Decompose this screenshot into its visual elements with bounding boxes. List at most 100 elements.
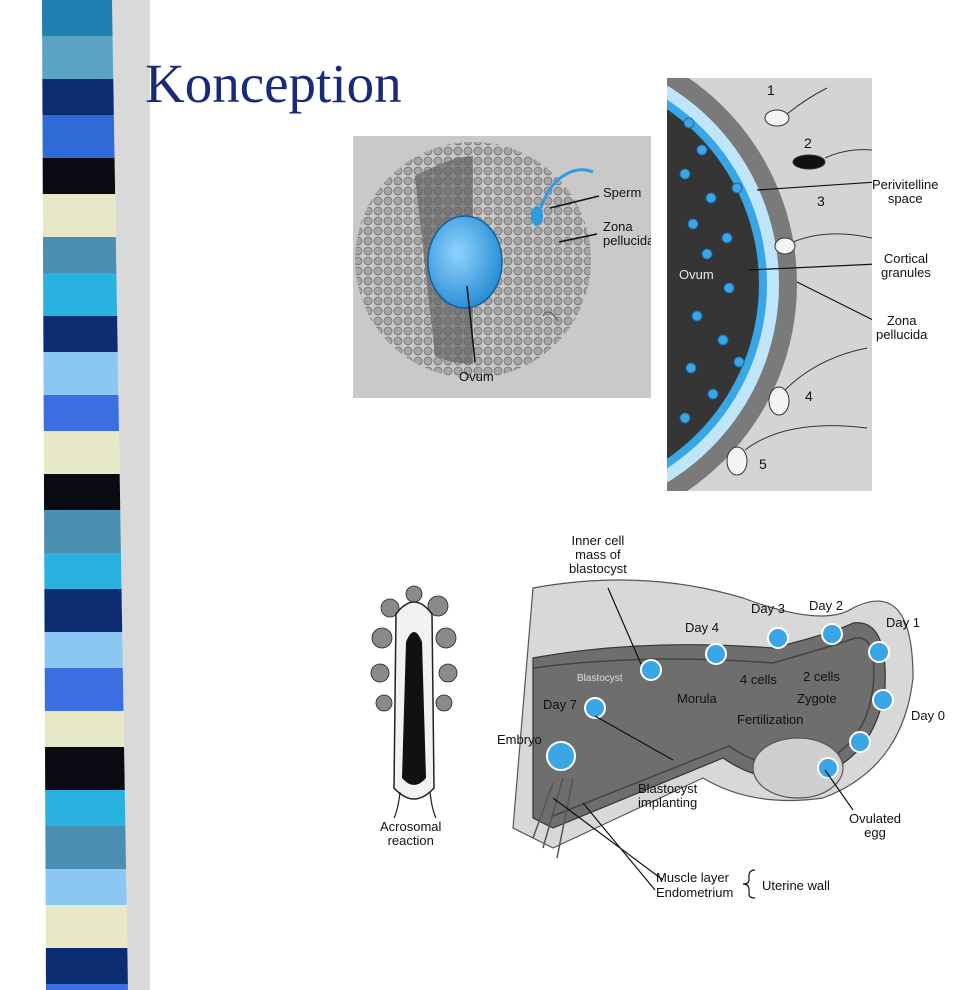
cortical-granule: [717, 334, 729, 346]
stripe-block: [43, 395, 119, 431]
stripe-block: [42, 237, 117, 273]
stripe-block: [43, 316, 118, 352]
muscle-pointer: [552, 797, 664, 881]
cortical-granule: [685, 362, 697, 374]
stripe-block: [44, 589, 123, 632]
label-zona-pellucida-2: Zona pellucida: [876, 313, 928, 342]
cortical-granule: [731, 182, 743, 194]
label-day2: Day 2: [809, 598, 843, 613]
label-ovum: Ovum: [459, 369, 494, 384]
fertilization-dot: [849, 731, 871, 753]
cortical-granule: [683, 117, 695, 129]
label-morula: Morula: [677, 691, 717, 706]
ovum-diagram-panel: Sperm Zona pellucida Ovum: [353, 136, 651, 398]
stripe-block: [45, 826, 127, 869]
acrosome-illustration: [370, 585, 458, 819]
day7-dot: [584, 697, 606, 719]
label-day3: Day 3: [751, 601, 785, 616]
label-acrosomal-reaction: Acrosomal reaction: [380, 819, 442, 848]
sperm-2: [792, 154, 826, 170]
label-inner-cell-mass: Inner cell mass of blastocyst: [569, 533, 627, 576]
label-zona-pellucida: Zona pellucida: [603, 219, 651, 248]
cortical-granule: [723, 282, 735, 294]
icm-pointer: [607, 587, 642, 665]
label-4-cells: 4 cells: [740, 672, 777, 687]
step-2: 2: [804, 135, 812, 151]
label-uterine-wall: Uterine wall: [762, 878, 830, 893]
ovum-pointer: [466, 285, 476, 363]
stripe-block: [43, 474, 121, 510]
cortical-granule: [701, 248, 713, 260]
stripe-block: [43, 352, 119, 395]
implanting-pointer: [594, 715, 674, 761]
label-blastocyst: Blastocyst: [577, 673, 623, 684]
step-3: 3: [817, 193, 825, 209]
label-zygote: Zygote: [797, 691, 837, 706]
step-5: 5: [759, 456, 767, 472]
stripe-block: [45, 747, 125, 790]
day2-dot: [821, 623, 843, 645]
sperm-1: [764, 109, 790, 127]
stripe-block: [44, 510, 121, 553]
morula-dot: [705, 643, 727, 665]
cortical-granule: [733, 356, 745, 368]
cortical-pointer: [748, 263, 872, 271]
ovary: [752, 737, 844, 799]
label-perivitelline: Perivitelline space: [872, 177, 939, 206]
zona-pointer-2: [796, 281, 872, 321]
ovulated-egg-dot: [817, 757, 839, 779]
stripe-block: [43, 431, 120, 474]
stripe-block: [45, 948, 128, 984]
sperm-3: [774, 237, 796, 255]
perivitelline-pointer: [756, 181, 872, 191]
blastocyst-dot: [640, 659, 662, 681]
acrosomal-vesicles: [370, 585, 458, 712]
4-cell-dot: [767, 627, 789, 649]
stripe-block: [43, 273, 118, 316]
stripe-block: [44, 711, 125, 747]
step-1: 1: [767, 82, 775, 98]
acrosome-panel: Acrosomal reaction: [360, 578, 470, 858]
stripe-block: [42, 36, 114, 79]
label-day7: Day 7: [543, 697, 577, 712]
stripe-block: [45, 984, 129, 990]
ovum-illustration: [355, 142, 600, 378]
label-blastocyst-implanting: Blastocyst implanting: [638, 781, 698, 810]
uterus-diagram-panel: Inner cell mass of blastocyst Day 3 Day …: [493, 528, 948, 910]
stripe-block: [45, 790, 126, 826]
label-fertilization: Fertilization: [737, 712, 804, 727]
zona-pointer: [558, 233, 598, 243]
fertilization-panel: 1 2 3 4 5 Ovum: [667, 78, 872, 491]
ovulated-pointer: [824, 769, 854, 811]
stripe-block: [45, 905, 128, 948]
nucleus: [402, 632, 426, 785]
cortical-granule: [721, 232, 733, 244]
cortical-granule: [679, 168, 691, 180]
label-endometrium: Endometrium: [656, 885, 734, 900]
label-ovum-2: Ovum: [679, 267, 714, 282]
endometrium-pointer: [582, 802, 656, 891]
label-2-cells: 2 cells: [803, 669, 840, 684]
cortical-granule: [705, 192, 717, 204]
embryo-dot: [546, 741, 576, 771]
label-day1: Day 1: [886, 615, 920, 630]
sperm-pointer: [549, 195, 600, 209]
uterus-illustration: [512, 579, 914, 899]
stripe-block: [42, 79, 114, 115]
label-day0: Day 0: [911, 708, 945, 723]
label-sperm: Sperm: [603, 185, 642, 200]
label-cortical-granules: Cortical granules: [881, 251, 931, 280]
decorative-stripe-bar: [42, 0, 150, 990]
label-muscle-layer: Muscle layer: [656, 870, 729, 885]
sperm-head: [531, 206, 543, 226]
stripe-block: [44, 668, 124, 711]
stripe-block: [42, 0, 113, 36]
cortical-granule: [679, 412, 691, 424]
label-embryo: Embryo: [497, 732, 542, 747]
stripe-block: [42, 115, 115, 158]
stripe-block: [42, 194, 116, 237]
sperm-tail: [537, 168, 594, 215]
stripe-block: [42, 158, 116, 194]
sperm-5: [726, 446, 748, 476]
2-cell-dot: [868, 641, 890, 663]
